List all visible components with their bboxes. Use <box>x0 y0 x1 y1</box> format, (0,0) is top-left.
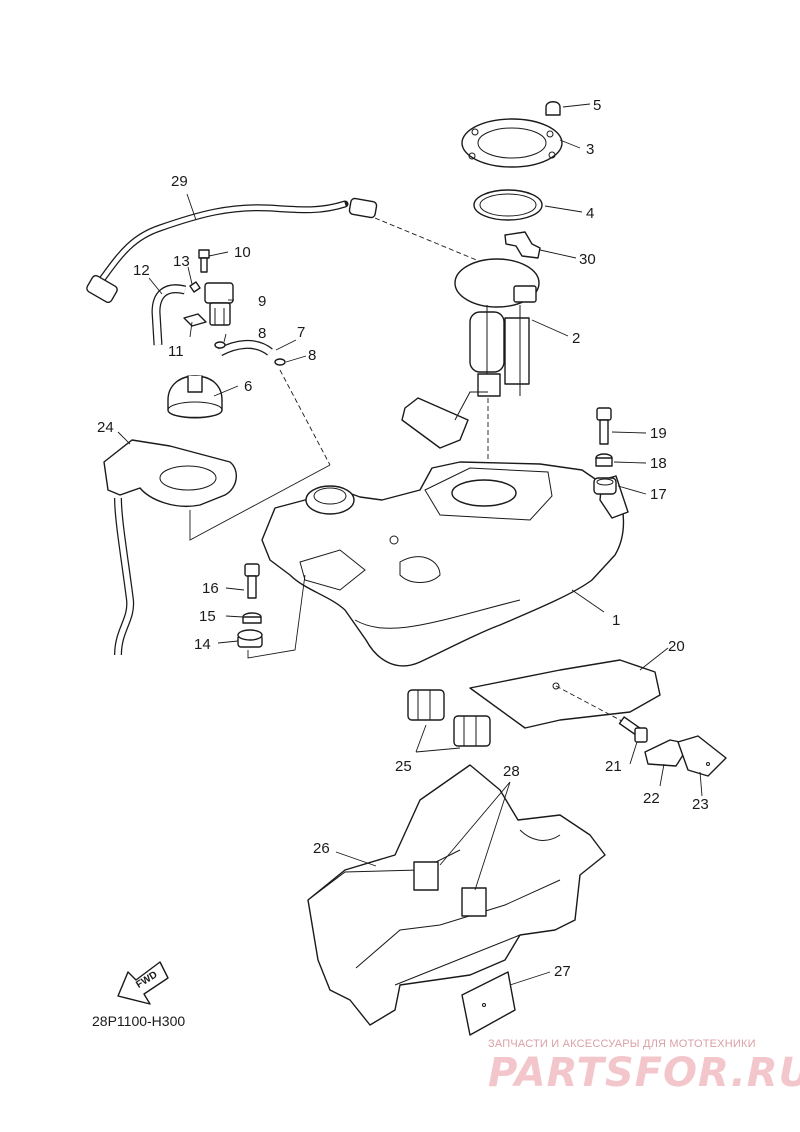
fwd-arrow-icon: FWD <box>117 961 169 1005</box>
callout-6: 6 <box>244 378 252 395</box>
callout-2: 2 <box>572 330 580 347</box>
callout-22: 22 <box>643 790 660 807</box>
callout-5: 5 <box>593 97 601 114</box>
part-3-retainer-plate[interactable] <box>461 118 563 168</box>
diagram-code: 28P1100-H300 <box>92 1013 186 1029</box>
callout-8a: 8 <box>258 325 266 342</box>
callout-13: 13 <box>173 253 190 270</box>
part-11-bracket[interactable] <box>183 313 207 327</box>
watermark-logo: PARTSFOR.RU <box>488 1050 800 1096</box>
callout-8b: 8 <box>308 347 316 364</box>
part-8-clamp[interactable] <box>214 341 286 366</box>
part-14-damper[interactable] <box>237 629 263 648</box>
part-20-heat-shield[interactable] <box>469 659 661 729</box>
leader-lines <box>117 103 703 986</box>
callout-20: 20 <box>668 638 685 655</box>
part-12-hose[interactable] <box>151 284 187 346</box>
callout-9: 9 <box>258 293 266 310</box>
callouts: 1 2 3 4 5 6 7 8 8 9 10 11 12 13 14 15 16… <box>97 97 709 980</box>
callout-19: 19 <box>650 425 667 442</box>
part-30-connector[interactable] <box>504 231 541 259</box>
part-27-label[interactable] <box>461 971 516 1036</box>
part-2-fuel-pump[interactable] <box>401 258 540 449</box>
callout-27: 27 <box>554 963 571 980</box>
part-1-fuel-tank[interactable] <box>261 461 629 667</box>
callout-15: 15 <box>199 608 216 625</box>
part-24-filler-tray[interactable] <box>103 439 237 656</box>
callout-18: 18 <box>650 455 667 472</box>
part-28-pad[interactable] <box>413 861 487 917</box>
callout-11: 11 <box>168 343 184 360</box>
callout-17: 17 <box>650 486 667 503</box>
part-17-damper[interactable] <box>593 477 617 495</box>
callout-1: 1 <box>612 612 620 629</box>
part-23-label[interactable] <box>677 735 727 777</box>
part-5-nut[interactable] <box>545 101 561 116</box>
callout-4: 4 <box>586 205 594 222</box>
part-16-bolt[interactable] <box>244 563 260 599</box>
callout-29: 29 <box>171 173 188 190</box>
watermark-tagline: ЗАПЧАСТИ И АКСЕССУАРЫ ДЛЯ МОТОТЕХНИКИ <box>488 1038 756 1050</box>
callout-16: 16 <box>202 580 219 597</box>
part-13-clip[interactable] <box>189 281 201 293</box>
callout-23: 23 <box>692 796 709 813</box>
part-29-breather-hose[interactable] <box>85 197 378 304</box>
callout-26: 26 <box>313 840 330 857</box>
callout-10: 10 <box>234 244 251 261</box>
part-7-hose[interactable] <box>217 340 273 357</box>
part-6-fuel-cap[interactable] <box>167 375 223 419</box>
callout-12: 12 <box>133 262 150 279</box>
callout-30: 30 <box>579 251 596 268</box>
callout-3: 3 <box>586 141 594 158</box>
part-9-valve[interactable] <box>204 282 234 326</box>
callout-7: 7 <box>297 324 305 341</box>
part-26-under-cover[interactable] <box>307 764 606 1026</box>
callout-28: 28 <box>503 763 520 780</box>
part-15-washer[interactable] <box>242 612 262 624</box>
part-18-collar[interactable] <box>595 453 613 467</box>
part-10-bolt[interactable] <box>198 249 210 273</box>
callout-24: 24 <box>97 419 114 436</box>
part-19-bolt[interactable] <box>596 407 612 445</box>
callout-21: 21 <box>605 758 622 775</box>
part-4-gasket[interactable] <box>473 189 543 221</box>
part-25-damper[interactable] <box>407 689 491 747</box>
callout-25: 25 <box>395 758 412 775</box>
callout-14: 14 <box>194 636 211 653</box>
part-21-bolt[interactable] <box>618 716 648 743</box>
